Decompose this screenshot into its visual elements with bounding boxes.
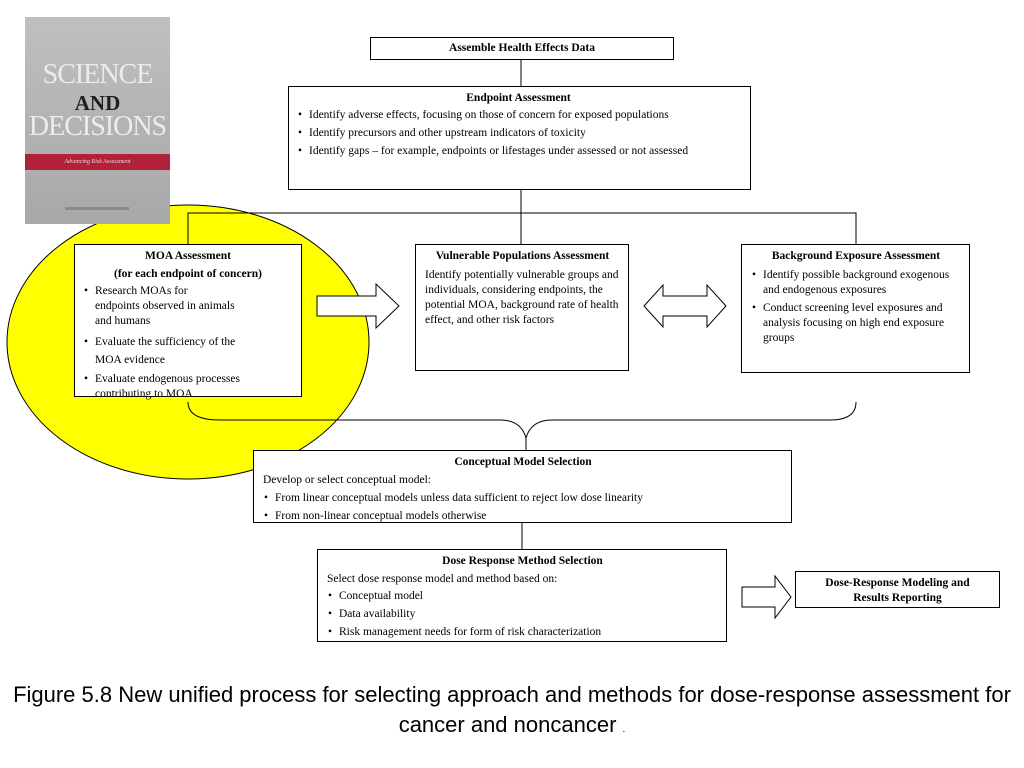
endpoint-box: Endpoint Assessment Identify adverse eff… bbox=[288, 86, 751, 190]
moa-title: MOA Assessment bbox=[145, 250, 231, 262]
vulnerable-title: Vulnerable Populations Assessment bbox=[435, 250, 610, 262]
reporting-title: Dose-Response Modeling and Results Repor… bbox=[825, 577, 970, 604]
arrow-dose-to-reporting bbox=[741, 574, 792, 620]
vulnerable-body: Identify potentially vulnerable groups a… bbox=[425, 268, 619, 326]
background-bullet: Identify possible background exogenous a… bbox=[751, 268, 961, 298]
cover-red-band: Advancing Risk Assessment bbox=[25, 154, 170, 170]
caption-trailing-dot: . bbox=[622, 724, 626, 735]
conceptual-bullets: From linear conceptual models unless dat… bbox=[263, 491, 783, 524]
cover-title-decisions: DECISIONS bbox=[28, 111, 167, 142]
dose-bullet: Conceptual model bbox=[327, 589, 718, 604]
cover-subtitle: Advancing Risk Assessment bbox=[64, 159, 131, 165]
endpoint-bullets: Identify adverse effects, focusing on th… bbox=[297, 108, 740, 159]
background-title: Background Exposure Assessment bbox=[771, 250, 941, 262]
figure-caption: Figure 5.8 New unified process for selec… bbox=[0, 680, 1024, 745]
connector-branch-bar bbox=[187, 212, 857, 244]
conceptual-box: Conceptual Model Selection Develop or se… bbox=[253, 450, 792, 524]
moa-box: MOA Assessment (for each endpoint of con… bbox=[74, 244, 302, 400]
assemble-box: Assemble Health Effects Data bbox=[370, 37, 674, 60]
conceptual-bullet: From linear conceptual models unless dat… bbox=[263, 491, 783, 506]
moa-subtitle: (for each endpoint of concern) bbox=[114, 267, 262, 280]
conceptual-title: Conceptual Model Selection bbox=[454, 456, 592, 468]
cover-author-line bbox=[65, 207, 129, 210]
conceptual-intro: Develop or select conceptual model: bbox=[263, 473, 431, 486]
moa-bullet: Evaluate the sufficiency of the MOA evid… bbox=[83, 334, 293, 370]
assemble-title: Assemble Health Effects Data bbox=[449, 42, 595, 54]
double-arrow-vulnerable-background bbox=[643, 283, 727, 329]
caption-text: Figure 5.8 New unified process for selec… bbox=[13, 682, 1011, 737]
dose-box: Dose Response Method Selection Select do… bbox=[317, 549, 727, 642]
endpoint-bullet: Identify gaps – for example, endpoints o… bbox=[297, 144, 740, 159]
endpoint-bullet: Identify adverse effects, focusing on th… bbox=[297, 108, 740, 123]
endpoint-title: Endpoint Assessment bbox=[466, 92, 571, 104]
endpoint-bullet: Identify precursors and other upstream i… bbox=[297, 126, 740, 141]
dose-bullet: Risk management needs for form of risk c… bbox=[327, 625, 718, 640]
background-box: Background Exposure Assessment Identify … bbox=[741, 244, 970, 373]
book-cover-image: SCIENCE AND DECISIONS Advancing Risk Ass… bbox=[25, 17, 170, 224]
vulnerable-box: Vulnerable Populations Assessment Identi… bbox=[415, 244, 629, 371]
moa-bullet: Research MOAs for endpoints observed in … bbox=[83, 284, 293, 329]
conceptual-bullet: From non-linear conceptual models otherw… bbox=[263, 509, 783, 524]
reporting-box: Dose-Response Modeling and Results Repor… bbox=[795, 571, 1000, 608]
dose-title: Dose Response Method Selection bbox=[442, 555, 603, 567]
cover-title-and: AND bbox=[74, 91, 121, 115]
moa-bullet: Evaluate endogenous processes contributi… bbox=[83, 372, 293, 402]
background-bullet: Conduct screening level exposures and an… bbox=[751, 301, 961, 346]
dose-bullet: Data availability bbox=[327, 607, 718, 622]
dose-intro: Select dose response model and method ba… bbox=[327, 572, 558, 585]
dose-bullets: Conceptual model Data availability Risk … bbox=[327, 589, 718, 640]
cover-title-science: SCIENCE bbox=[42, 59, 154, 90]
moa-bullets: Research MOAs for endpoints observed in … bbox=[83, 284, 293, 402]
arrow-moa-to-vulnerable bbox=[316, 282, 400, 330]
background-bullets: Identify possible background exogenous a… bbox=[751, 268, 961, 346]
